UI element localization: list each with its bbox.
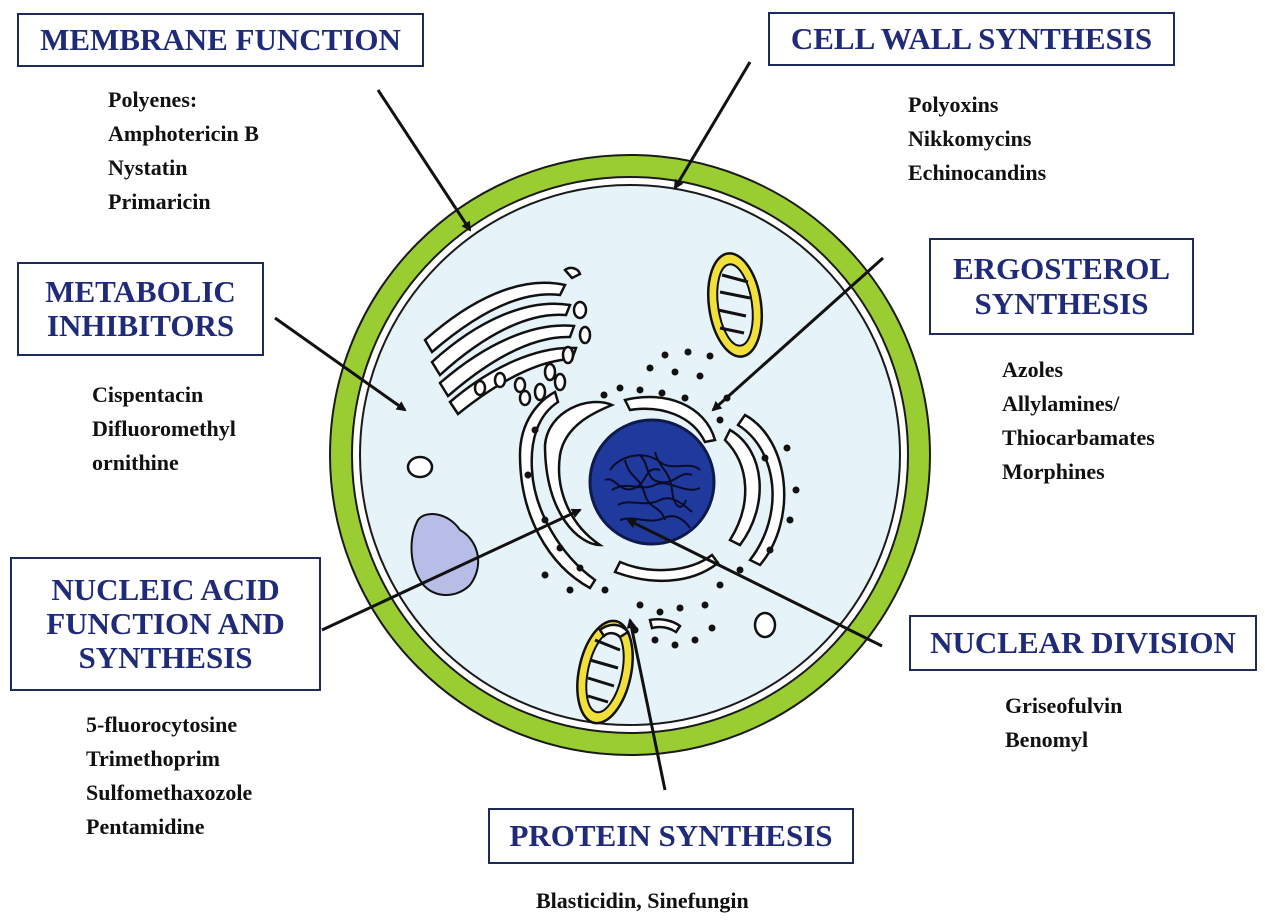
protein-synthesis-title: PROTEIN SYNTHESIS — [509, 819, 832, 853]
drug-item: Polyoxins — [908, 88, 1046, 122]
ergosterol-synthesis-title-line: SYNTHESIS — [974, 287, 1148, 321]
drug-item: Nikkomycins — [908, 122, 1046, 156]
arrow-membrane — [378, 90, 470, 230]
nuclear-division-label: NUCLEAR DIVISION — [909, 615, 1257, 671]
protein-synthesis-label: PROTEIN SYNTHESIS — [488, 808, 854, 864]
metabolic-inhibitors-drugs: Cispentacin Difluoromethyl ornithine — [92, 378, 236, 480]
drug-item: Primaricin — [108, 185, 259, 219]
membrane-function-label: MEMBRANE FUNCTION — [17, 13, 424, 67]
drug-item: Griseofulvin — [1005, 689, 1122, 723]
nuclear-division-title: NUCLEAR DIVISION — [930, 626, 1236, 660]
small-vacuole — [408, 457, 432, 477]
nucleic-acid-drugs: 5-fluorocytosine Trimethoprim Sulfometha… — [86, 708, 252, 844]
nucleic-acid-title-line: NUCLEIC ACID — [51, 573, 279, 607]
drug-item: Nystatin — [108, 151, 259, 185]
drug-item: Echinocandins — [908, 156, 1046, 190]
protein-synthesis-drugs: Blasticidin, Sinefungin — [536, 884, 749, 918]
drug-item: Blasticidin, Sinefungin — [536, 884, 749, 918]
drug-item: Cispentacin — [92, 378, 236, 412]
nucleic-acid-label: NUCLEIC ACID FUNCTION AND SYNTHESIS — [10, 557, 321, 691]
nucleic-acid-title-line: FUNCTION AND — [46, 607, 285, 641]
membrane-function-title: MEMBRANE FUNCTION — [40, 23, 401, 57]
ergosterol-synthesis-label: ERGOSTEROL SYNTHESIS — [929, 238, 1194, 335]
cell-wall-synthesis-label: CELL WALL SYNTHESIS — [768, 12, 1175, 66]
small-vacuole-right — [755, 613, 775, 637]
ergosterol-synthesis-title-line: ERGOSTEROL — [953, 252, 1170, 286]
cell-wall-synthesis-drugs: Polyoxins Nikkomycins Echinocandins — [908, 88, 1046, 190]
drug-item: 5-fluorocytosine — [86, 708, 252, 742]
drug-item: Pentamidine — [86, 810, 252, 844]
drug-item: Allylamines/ — [1002, 387, 1155, 421]
metabolic-inhibitors-label: METABOLIC INHIBITORS — [17, 262, 264, 356]
drug-item: Trimethoprim — [86, 742, 252, 776]
drug-item: Polyenes: — [108, 83, 259, 117]
drug-item: ornithine — [92, 446, 236, 480]
drug-item: Azoles — [1002, 353, 1155, 387]
metabolic-inhibitors-title-line: INHIBITORS — [47, 309, 234, 343]
drug-item: Thiocarbamates — [1002, 421, 1155, 455]
drug-item: Morphines — [1002, 455, 1155, 489]
membrane-function-drugs: Polyenes: Amphotericin B Nystatin Primar… — [108, 83, 259, 219]
drug-item: Sulfomethaxozole — [86, 776, 252, 810]
metabolic-inhibitors-title-line: METABOLIC — [45, 275, 236, 309]
drug-item: Amphotericin B — [108, 117, 259, 151]
nucleic-acid-title-line: SYNTHESIS — [78, 641, 252, 675]
drug-item: Benomyl — [1005, 723, 1122, 757]
ergosterol-synthesis-drugs: Azoles Allylamines/ Thiocarbamates Morph… — [1002, 353, 1155, 489]
drug-item: Difluoromethyl — [92, 412, 236, 446]
cell-wall-synthesis-title: CELL WALL SYNTHESIS — [791, 22, 1152, 56]
nucleus — [590, 420, 714, 544]
nuclear-division-drugs: Griseofulvin Benomyl — [1005, 689, 1122, 757]
